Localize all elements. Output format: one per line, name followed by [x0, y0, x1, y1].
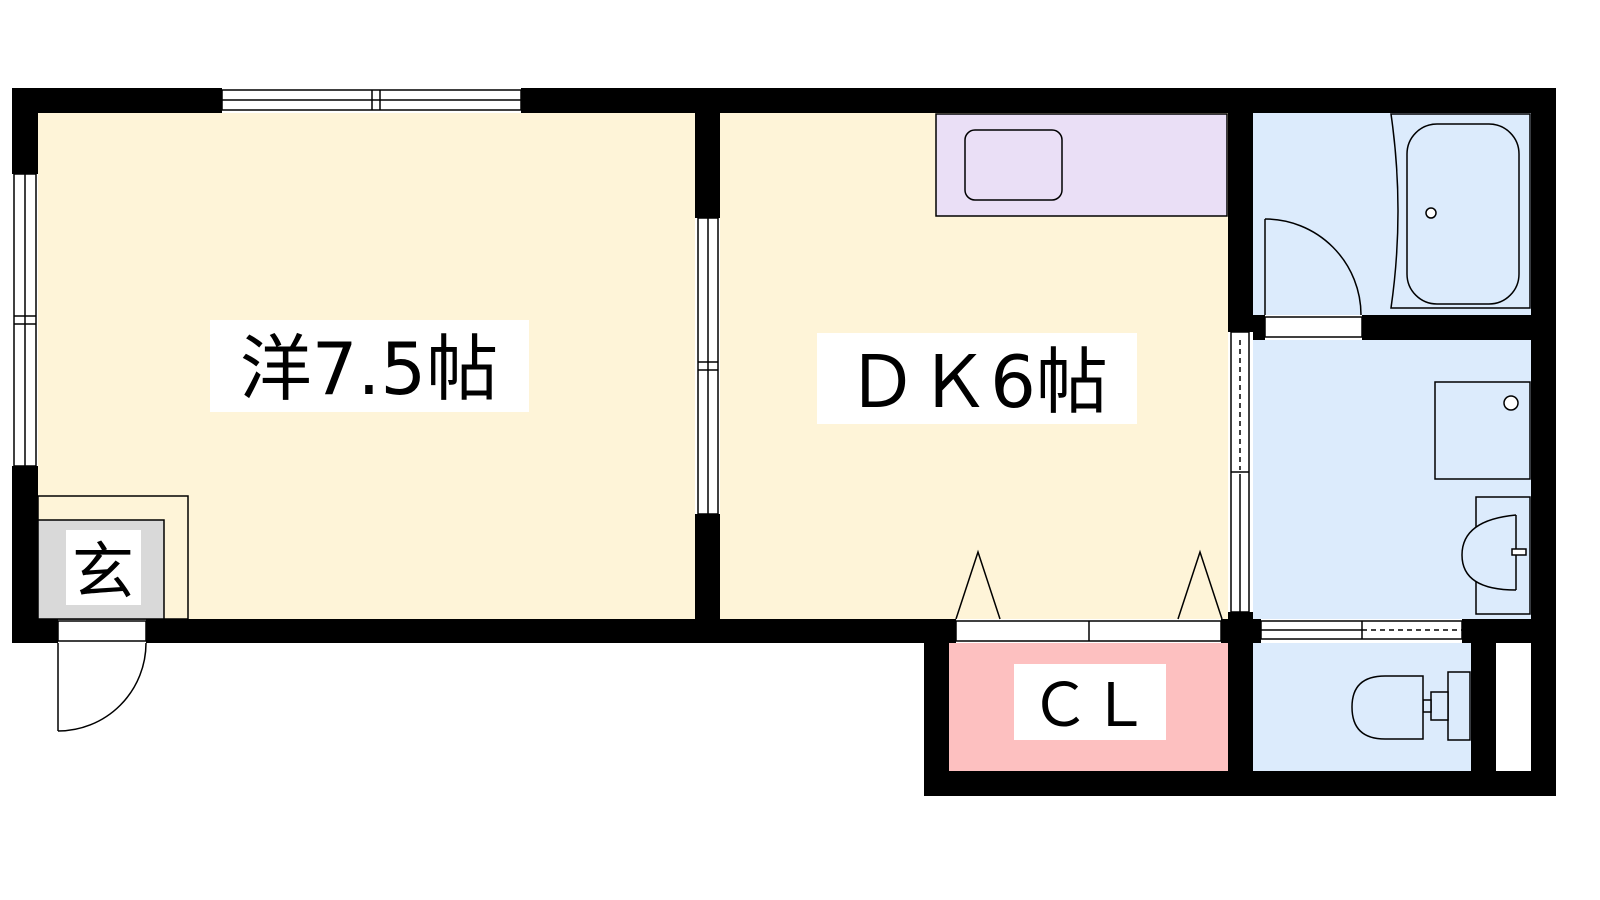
top-window [221, 89, 522, 111]
closet-label: ＣＬ [1030, 671, 1150, 741]
entrance-label-bg [66, 530, 141, 605]
western-room-label-bg [210, 320, 529, 412]
toilet-fixture [1351, 671, 1471, 741]
walls [12, 88, 1556, 796]
kitchen-sink [964, 129, 1063, 201]
bathroom-door [1264, 218, 1363, 338]
entrance-door [57, 620, 147, 732]
washing-machine-space [1434, 381, 1531, 480]
closet-label-bg [1014, 664, 1166, 740]
left-window [13, 173, 37, 467]
interior-sliding-door [697, 217, 719, 515]
dining-kitchen-label-bg [817, 333, 1137, 424]
entrance-label: 玄 [72, 535, 134, 608]
bathtub [1390, 113, 1531, 309]
closet-doors [955, 549, 1223, 642]
western-room-label: 洋7.5帖 [240, 327, 499, 411]
toilet-sliding-door [1260, 620, 1463, 640]
dining-kitchen-label: ＤＫ6帖 [846, 340, 1108, 424]
washroom-sliding-door [1230, 331, 1250, 613]
wash-basin [1461, 496, 1531, 615]
